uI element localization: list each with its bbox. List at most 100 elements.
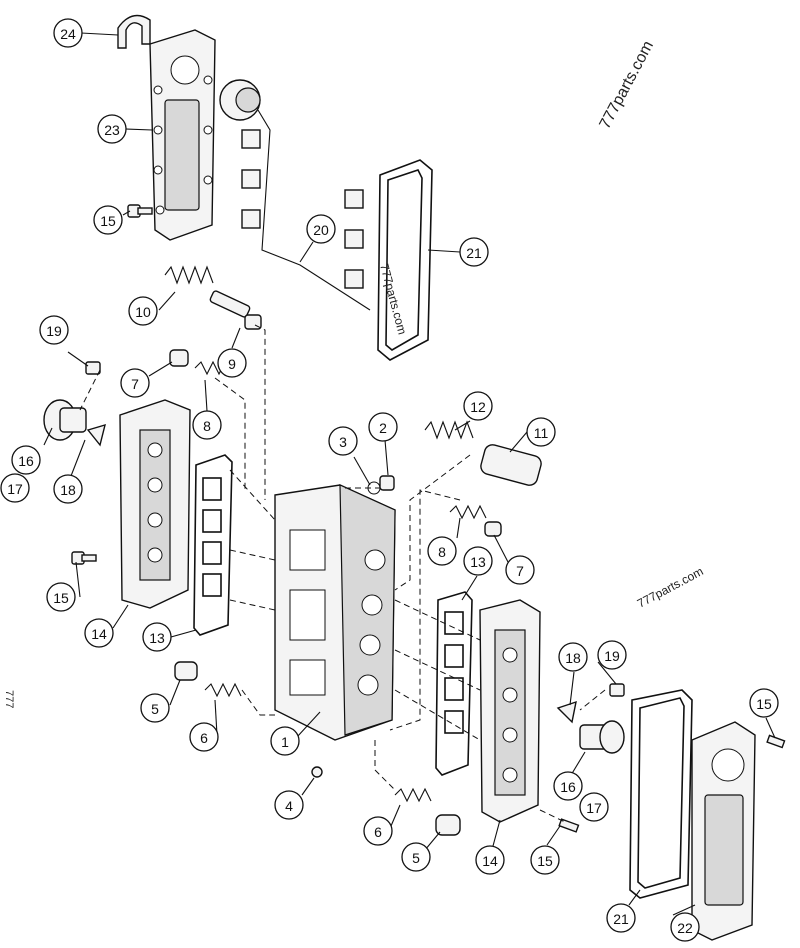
callout-17: 17 (579, 792, 609, 822)
callout-number: 3 (339, 434, 347, 450)
callout-22: 22 (670, 912, 700, 942)
part-16-solenoid (43, 399, 87, 441)
callout-number: 18 (565, 650, 581, 666)
callout-number: 22 (677, 920, 693, 936)
leader-lines (43, 32, 776, 916)
callout-13: 13 (142, 622, 172, 652)
callout-number: 18 (60, 482, 76, 498)
watermark-3: 777parts.com (635, 564, 706, 610)
part-15-bolt-top (127, 204, 153, 218)
callout-number: 21 (613, 911, 629, 927)
part-7-plug (169, 349, 189, 367)
callout-7: 7 (120, 368, 150, 398)
callout-8: 8 (427, 536, 457, 566)
callout-number: 17 (586, 800, 602, 816)
callout-number: 14 (482, 853, 498, 869)
callout-number: 1 (281, 734, 289, 750)
part-15-bolt-right-top (766, 734, 786, 749)
assembly-dashes (79, 324, 606, 823)
callout-18: 18 (558, 642, 588, 672)
callout-number: 8 (438, 544, 446, 560)
part-21-gasket-bottom (629, 689, 693, 899)
part-7-plug-right (484, 521, 502, 537)
callout-number: 5 (151, 701, 159, 717)
part-21-gasket-top (377, 159, 433, 361)
callout-15: 15 (530, 845, 560, 875)
callout-number: 15 (100, 213, 116, 229)
part-5-plug-left (174, 661, 198, 681)
callout-number: 16 (18, 453, 34, 469)
callout-number: 17 (7, 481, 23, 497)
callout-2: 2 (368, 412, 398, 442)
callout-6: 6 (189, 722, 219, 752)
callout-number: 7 (516, 563, 524, 579)
callout-number: 23 (104, 122, 120, 138)
part-20-wiring-harness (219, 79, 371, 311)
part-9-valve-spool (209, 290, 262, 330)
callout-13: 13 (463, 546, 493, 576)
callout-number: 21 (466, 245, 482, 261)
part-6-spring-right (394, 787, 432, 803)
callout-number: 19 (46, 323, 62, 339)
part-12-spring (424, 420, 474, 440)
part-6-spring-left (204, 682, 242, 698)
part-8-spring-right (449, 504, 487, 520)
part-22-end-cover (691, 721, 756, 941)
callout-19: 19 (39, 315, 69, 345)
callout-21: 21 (606, 903, 636, 933)
part-15-bolt-right-low (558, 818, 580, 833)
callout-number: 14 (91, 626, 107, 642)
callout-19: 19 (597, 640, 627, 670)
callout-24: 24 (53, 18, 83, 48)
callout-3: 3 (328, 426, 358, 456)
callout-23: 23 (97, 114, 127, 144)
callout-number: 15 (537, 853, 553, 869)
part-13-gasket-left (193, 454, 233, 636)
callout-14: 14 (475, 845, 505, 875)
callout-number: 2 (379, 420, 387, 436)
part-23-end-cover (149, 29, 216, 241)
callout-18: 18 (53, 474, 83, 504)
callout-number: 8 (203, 418, 211, 434)
callout-14: 14 (84, 618, 114, 648)
callout-number: 20 (313, 222, 329, 238)
watermark-1: 777parts.com (597, 38, 658, 132)
callout-12: 12 (463, 391, 493, 421)
callout-7: 7 (505, 555, 535, 585)
callout-number: 15 (53, 590, 69, 606)
side-mark: 777 (3, 690, 15, 708)
part-2-plug (379, 475, 395, 491)
part-10-spring (164, 265, 214, 285)
part-4-plug (311, 766, 323, 778)
part-24-clip (117, 14, 151, 49)
part-11-valve-spool (480, 444, 542, 486)
callout-10: 10 (128, 296, 158, 326)
callout-17: 17 (0, 473, 30, 503)
callout-number: 9 (228, 356, 236, 372)
callout-number: 13 (149, 630, 165, 646)
callout-6: 6 (363, 816, 393, 846)
callout-21: 21 (459, 237, 489, 267)
callout-9: 9 (217, 348, 247, 378)
part-5-plug-right (435, 814, 461, 836)
callout-number: 24 (60, 26, 76, 42)
callout-number: 10 (135, 304, 151, 320)
callout-11: 11 (526, 417, 556, 447)
callout-number: 12 (470, 399, 486, 415)
callout-number: 4 (285, 798, 293, 814)
callout-number: 5 (412, 850, 420, 866)
callout-number: 13 (470, 554, 486, 570)
part-16-solenoid-right (579, 720, 625, 754)
callout-number: 7 (131, 376, 139, 392)
callout-20: 20 (306, 214, 336, 244)
callout-number: 16 (560, 779, 576, 795)
callout-number: 11 (534, 425, 549, 441)
watermark-2: 777parts.com (377, 262, 409, 336)
part-14-valve-body-left (119, 399, 191, 609)
callout-5: 5 (140, 693, 170, 723)
part-19-plug (85, 361, 101, 375)
callout-16: 16 (11, 445, 41, 475)
part-15-bolt-left (71, 551, 97, 565)
part-19-plug-right (609, 683, 625, 697)
